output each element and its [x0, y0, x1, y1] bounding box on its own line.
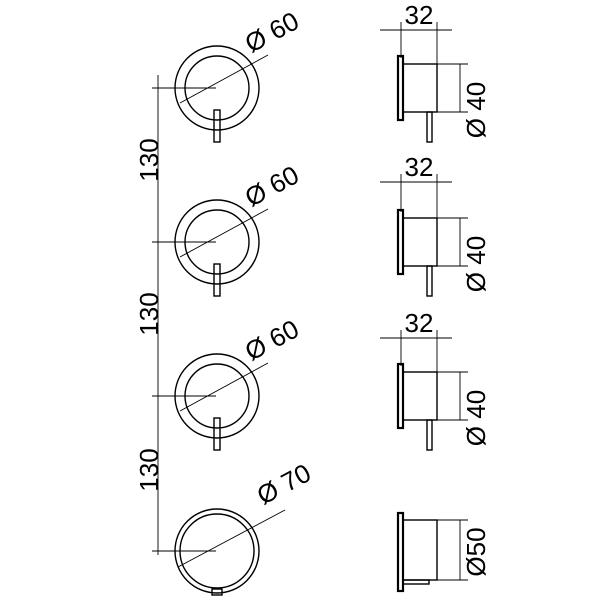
- side-view-1: [380, 22, 468, 143]
- front-view-1: [174, 45, 269, 143]
- side-view-3: [380, 330, 468, 451]
- side-view-4: [396, 511, 468, 593]
- side-diameter-label-2: Ø 40: [461, 236, 491, 292]
- spacing-label-2: 130: [134, 292, 164, 335]
- spacing-dimension: [152, 75, 216, 555]
- side-diameter-label-4: Ø50: [461, 527, 491, 576]
- side-depth-label-3: 32: [405, 308, 434, 338]
- front-view-4: [174, 508, 286, 596]
- side-diameter-label-3: Ø 40: [461, 390, 491, 446]
- front-diameter-label-4: Ø 70: [252, 458, 316, 511]
- front-view-2: [174, 199, 269, 297]
- front-diameter-label-1: Ø 60: [240, 6, 304, 59]
- front-view-3: [174, 353, 269, 451]
- front-diameter-label-2: Ø 60: [240, 160, 304, 213]
- spacing-label-1: 130: [134, 138, 164, 181]
- side-depth-label-1: 32: [405, 0, 434, 30]
- side-depth-label-2: 32: [405, 152, 434, 182]
- side-diameter-label-1: Ø 40: [461, 82, 491, 138]
- front-diameter-label-3: Ø 60: [240, 314, 304, 367]
- spacing-label-3: 130: [134, 448, 164, 491]
- side-view-2: [380, 174, 468, 297]
